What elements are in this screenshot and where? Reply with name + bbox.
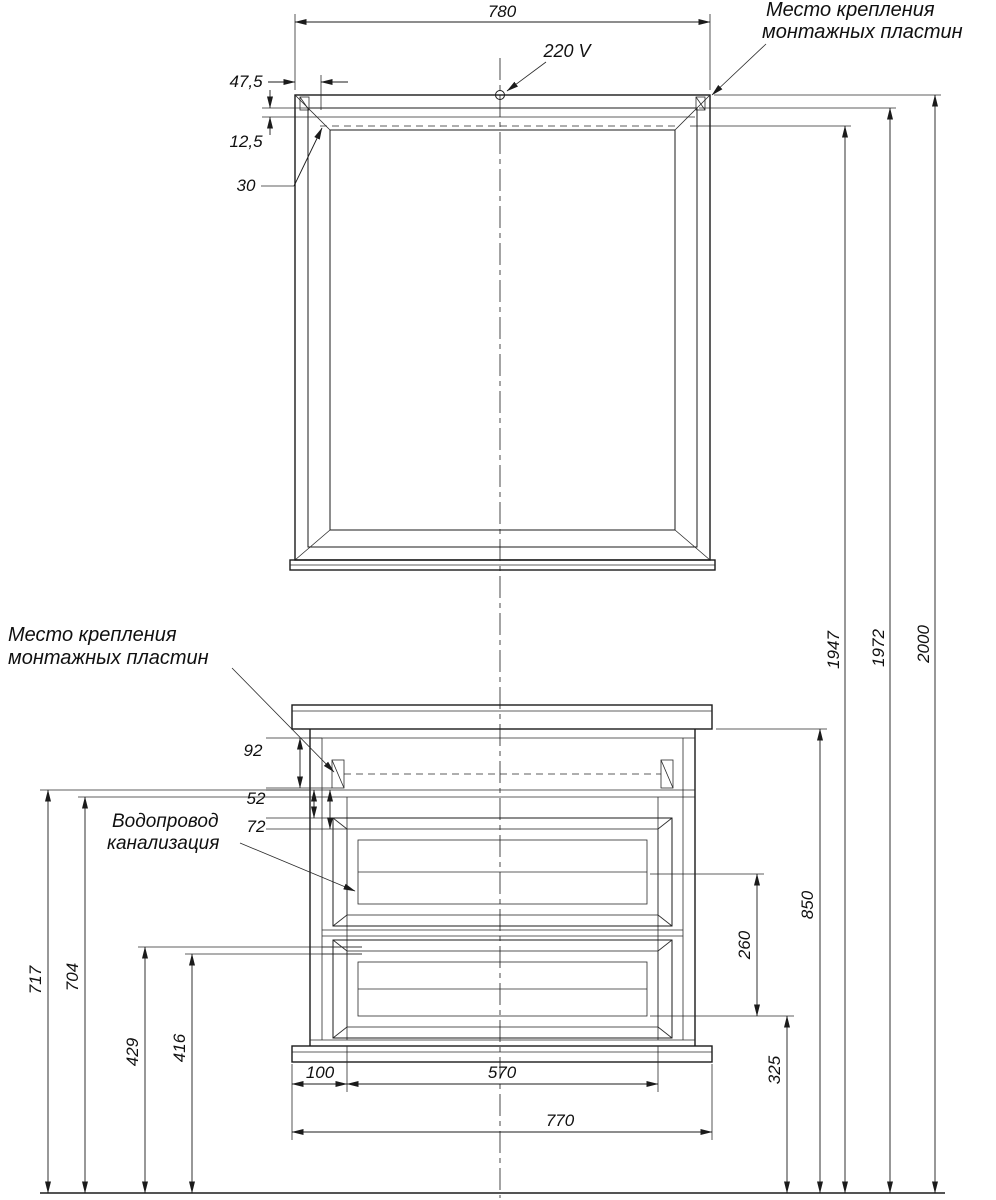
callout-plumbing: Водопровод канализация bbox=[107, 811, 356, 892]
mirror-glass-opening bbox=[329, 129, 676, 531]
mirror-frame-step bbox=[307, 107, 698, 548]
plumbing-label-line1: Водопровод bbox=[112, 811, 218, 832]
dimension-height-416: 416 bbox=[170, 953, 362, 1194]
dimension-height-429: 429 bbox=[123, 946, 362, 1194]
dimension-cabinet-height-850: 850 bbox=[716, 728, 827, 1194]
dim-drawer-width-570: 570 bbox=[488, 1063, 517, 1082]
dim-cabinet-width-770: 770 bbox=[546, 1111, 575, 1130]
callout-voltage: 220 V bbox=[506, 41, 593, 92]
dimension-height-717: 717 bbox=[26, 789, 310, 1194]
cabinet-plinth bbox=[291, 1045, 713, 1063]
dimension-height-1947: 1947 bbox=[690, 125, 851, 1194]
dimension-rail-72: 72 bbox=[247, 789, 347, 836]
dim-height-1972: 1972 bbox=[869, 629, 888, 667]
mirror-mounting-plate-right bbox=[695, 96, 706, 111]
dimension-frame-inset-30: 30 bbox=[237, 127, 323, 195]
cabinet-front-view bbox=[291, 704, 713, 1063]
dimension-mirror-width: 780 bbox=[294, 2, 711, 90]
dimension-rail-52: 52 bbox=[247, 789, 333, 819]
dim-height-2000: 2000 bbox=[914, 625, 933, 664]
callout-mounting-plates-left: Место крепления монтажных пластин bbox=[8, 624, 335, 773]
dimension-bottom-widths: 100 570 770 bbox=[291, 1046, 713, 1140]
dimension-height-2000: 2000 bbox=[714, 94, 941, 1194]
dimension-frame-inset-12-5: 12,5 bbox=[229, 90, 310, 151]
drawer-top bbox=[332, 817, 673, 927]
dim-drawer-span: 260 bbox=[735, 930, 754, 960]
power-outlet-point bbox=[495, 90, 505, 100]
mirror-mounting-plate-left bbox=[299, 96, 310, 111]
drawer-bottom bbox=[332, 939, 673, 1039]
dim-cabinet-height: 850 bbox=[798, 890, 817, 919]
dim-height-704: 704 bbox=[63, 963, 82, 991]
dim-rail-a: 52 bbox=[247, 789, 266, 808]
plumbing-label-line2: канализация bbox=[107, 833, 219, 854]
cabinet-cornice bbox=[291, 704, 713, 730]
dim-frame-width: 47,5 bbox=[229, 72, 263, 91]
mounting-plates-top-label-line2: монтажных пластин bbox=[762, 21, 963, 43]
dim-height-717: 717 bbox=[26, 965, 45, 994]
mounting-plates-left-label-line2: монтажных пластин bbox=[8, 647, 209, 669]
callout-mounting-plates-top: Место крепления монтажных пластин bbox=[711, 0, 963, 96]
dim-rail-b: 72 bbox=[247, 817, 266, 836]
dim-height-416: 416 bbox=[170, 1033, 189, 1062]
voltage-label: 220 V bbox=[542, 41, 592, 61]
dim-plate-offset: 92 bbox=[244, 741, 263, 760]
dimension-frame-width: 47,5 bbox=[229, 72, 348, 110]
mounting-plates-top-label-line1: Место крепления bbox=[766, 0, 935, 21]
mounting-plates-left-label-line1: Место крепления bbox=[8, 624, 177, 646]
dimension-plate-offset-92: 92 bbox=[244, 737, 332, 789]
dim-offset-100: 100 bbox=[306, 1063, 335, 1082]
mirror-front-view bbox=[289, 90, 716, 571]
dimension-drawer-span-260: 260 bbox=[650, 873, 794, 1017]
dim-height-1947: 1947 bbox=[824, 631, 843, 669]
dim-height-429: 429 bbox=[123, 1037, 142, 1066]
dimension-height-704: 704 bbox=[63, 796, 310, 1194]
dim-bottom-clearance: 325 bbox=[765, 1055, 784, 1084]
dim-frame-inset-a: 12,5 bbox=[229, 132, 263, 151]
dim-mirror-width: 780 bbox=[488, 2, 517, 21]
dimension-height-1972: 1972 bbox=[699, 107, 896, 1194]
mirror-outer-frame bbox=[294, 94, 711, 561]
dimension-bottom-clearance-325: 325 bbox=[765, 1015, 790, 1194]
dim-frame-inset-b: 30 bbox=[237, 176, 256, 195]
